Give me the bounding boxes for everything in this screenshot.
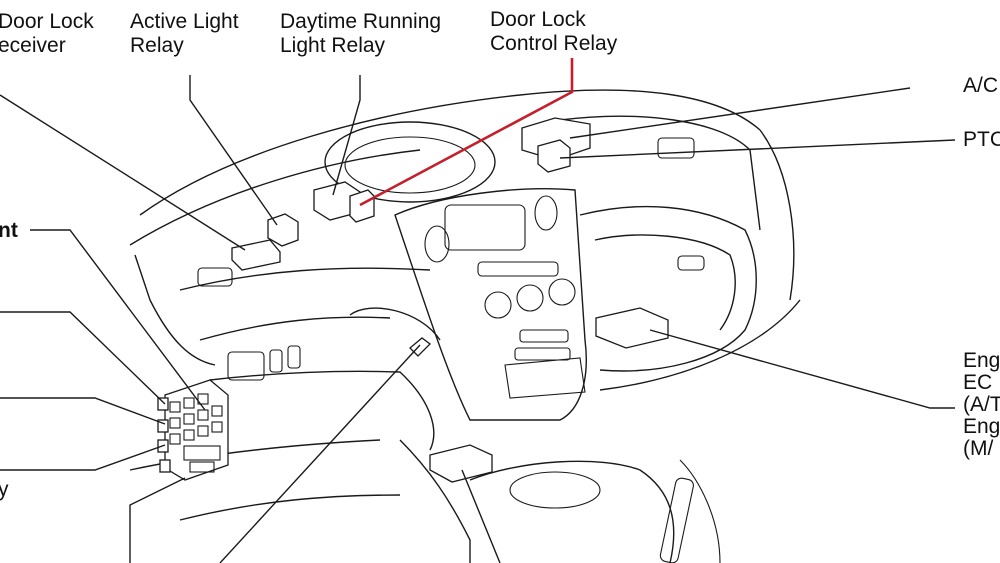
dash-bottom-left <box>129 439 381 471</box>
instrument-cluster-inner <box>344 136 476 194</box>
dash-glovebox-lower <box>209 370 435 451</box>
hvac-knob-2 <box>516 284 544 312</box>
steering-component <box>409 337 431 357</box>
junction-block <box>164 379 229 481</box>
shifter-side <box>679 459 721 563</box>
dashboard-outline <box>129 89 801 563</box>
label-left-bold: nt <box>0 219 18 243</box>
junction-block-fuses <box>169 393 223 473</box>
label-engine-ecu-line2: EC <box>963 371 993 394</box>
radio-slot <box>477 261 559 277</box>
dash-left-edge <box>134 254 216 366</box>
glovebox-handle <box>677 255 705 271</box>
leader-left-4 <box>0 444 166 471</box>
leader-active-light-relay <box>189 75 278 226</box>
button-row-2 <box>514 347 571 361</box>
door-lock-control-relay-box <box>349 189 375 223</box>
left-vent <box>197 267 233 287</box>
floor-component-box <box>429 444 493 483</box>
label-door-lock-receiver-line1: Door Lock <box>0 10 94 33</box>
switch-small-2 <box>287 345 301 369</box>
label-daytime-running-light-relay: Daytime Running Light Relay <box>280 10 441 58</box>
leader-daytime-running-light-relay <box>332 75 361 196</box>
leader-left-bold <box>30 229 206 411</box>
junction-connector-2 <box>157 419 169 433</box>
label-engine-ecu-line1: Eng <box>963 349 1000 372</box>
center-display <box>444 204 526 251</box>
dash-right-edge <box>759 129 795 301</box>
door-lock-receiver-box <box>231 239 281 271</box>
label-door-lock-control-relay-line1: Door Lock <box>490 8 586 31</box>
dash-top-inner <box>129 149 421 246</box>
ptc-component-box <box>537 139 571 173</box>
label-active-light-relay-line2: Relay <box>130 34 184 57</box>
leader-left-2 <box>0 311 166 405</box>
label-active-light-relay-line1: Active Light <box>130 10 239 33</box>
center-vent-right <box>534 195 558 231</box>
engine-ecu-box <box>595 307 669 349</box>
label-left-bold-text: nt <box>0 219 18 242</box>
dash-top-curve <box>139 89 761 216</box>
label-door-lock-control-relay: Door Lock Control Relay <box>490 8 617 56</box>
components <box>157 117 669 483</box>
label-ptc-text: PTC <box>963 128 1000 151</box>
label-daytime-running-light-relay-line2: Light Relay <box>280 34 386 57</box>
label-ac: A/C <box>963 74 998 98</box>
glovebox-outline <box>579 205 757 372</box>
junction-connector-4 <box>159 459 171 473</box>
leader-steering-component <box>219 344 421 563</box>
label-door-lock-receiver-line2: eceiver <box>0 34 66 57</box>
hvac-knob-1 <box>484 291 512 319</box>
glovebox-inner <box>594 234 736 331</box>
label-left-bottom: y <box>0 478 9 502</box>
label-engine-ecu: Eng EC (A/T Eng (M/ <box>963 350 1000 460</box>
floor-console-top <box>469 460 675 563</box>
lower-console <box>504 357 586 399</box>
leader-door-lock-control-relay-highlight <box>359 58 574 207</box>
leader-floor-component <box>461 469 501 563</box>
leader-lines <box>0 58 956 563</box>
shifter-lever <box>659 477 694 563</box>
hvac-knob-3 <box>548 278 576 306</box>
label-door-lock-receiver: Door Lock eceiver <box>0 10 94 58</box>
dash-right-lower <box>599 299 801 391</box>
leader-door-lock-receiver <box>0 94 246 251</box>
label-ptc: PTC <box>963 128 1000 152</box>
dash-mid-line <box>179 267 431 291</box>
button-row-1 <box>519 329 569 343</box>
junction-connector-1 <box>157 397 169 411</box>
leader-engine-ecu <box>649 329 955 409</box>
center-vent-left <box>424 225 450 263</box>
leader-left-bottom <box>129 477 186 563</box>
switch-block <box>227 351 265 381</box>
label-left-bottom-text: y <box>0 478 9 501</box>
instrument-cluster <box>324 121 496 203</box>
label-ac-text: A/C <box>963 74 999 97</box>
label-engine-ecu-line5: (M/ <box>963 437 994 460</box>
floor-console-left <box>399 439 471 563</box>
leader-left-3 <box>0 397 166 425</box>
label-active-light-relay: Active Light Relay <box>130 10 239 58</box>
label-engine-ecu-line4: Eng <box>963 415 1000 438</box>
leader-ptc <box>559 139 956 159</box>
cup-holder <box>509 471 601 509</box>
right-vent <box>657 137 695 159</box>
steering-shroud <box>349 307 441 341</box>
dash-lower-line <box>199 316 391 341</box>
label-engine-ecu-line3: (A/T <box>963 393 1000 416</box>
leader-ac <box>569 87 911 139</box>
label-daytime-running-light-relay-line1: Daytime Running <box>280 10 442 33</box>
dash-bottom-left-2 <box>179 494 401 521</box>
switch-small-1 <box>269 349 283 373</box>
label-door-lock-control-relay-line2: Control Relay <box>490 32 618 55</box>
